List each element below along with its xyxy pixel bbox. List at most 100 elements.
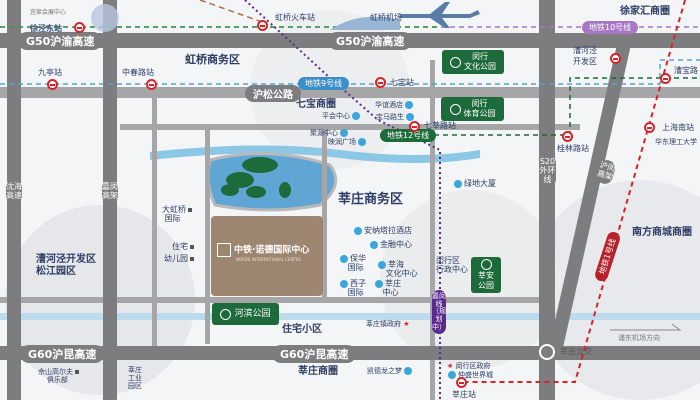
metro-station-icon bbox=[146, 79, 157, 90]
park-minhang-culture: 闵行文化公园 bbox=[442, 50, 504, 74]
lake bbox=[206, 152, 338, 212]
poi-plaza: 映润广场 bbox=[328, 138, 368, 146]
station-xujingdong: 徐泾东站 bbox=[30, 24, 62, 33]
poi-culture-center: 莘海 文化中心 bbox=[378, 260, 418, 278]
station-qibao: 七宝站 bbox=[390, 78, 414, 87]
district-xinzhuang-cbd: 莘庄商务区 bbox=[338, 192, 404, 207]
poi-kaide: 凯德龙之梦 bbox=[367, 367, 414, 375]
poi-hotel: 华谊酒店 bbox=[375, 101, 415, 109]
poi-hongqiao-intl: 大虹桥 国际 bbox=[162, 205, 192, 223]
district-qibao: 七宝商圈 bbox=[296, 99, 336, 110]
metro-station-icon bbox=[562, 131, 573, 142]
project-name: 中铁·诺德国际中心 bbox=[217, 243, 309, 257]
poi-icon bbox=[358, 138, 367, 146]
project-name-en: NORDE INTERNATIONAL CENTER bbox=[236, 257, 302, 262]
poi-kindergarten: 幼儿园 bbox=[164, 254, 194, 263]
park-minhang-sports: 闵行体育公园 bbox=[441, 97, 504, 121]
district-caohejing-songjiang: 漕河泾开发区 bbox=[36, 254, 96, 265]
metro-station-icon bbox=[47, 79, 58, 90]
poi-industrial-park: 莘庄工业园区 bbox=[128, 366, 142, 391]
station-jiuting: 九亭站 bbox=[38, 68, 62, 77]
station-caobao: 漕宝路 bbox=[674, 66, 698, 75]
metro-line-9-badge: 地铁9号线 bbox=[298, 77, 350, 90]
poi-icon bbox=[354, 226, 362, 235]
park-icon bbox=[450, 56, 461, 68]
poi-expo: 宜家会展中心 bbox=[30, 9, 67, 16]
metro-station-icon bbox=[610, 53, 621, 64]
district-residential: 住宅小区 bbox=[282, 324, 322, 335]
poi-icon bbox=[448, 371, 456, 379]
station-zhongchun: 中春路站 bbox=[122, 68, 154, 77]
poi-golf: 佘山高尔夫 俱乐部 bbox=[38, 368, 79, 384]
poi-center: 聚源中心 bbox=[310, 129, 350, 137]
poi-lvdi: 绿地大厦 bbox=[454, 179, 496, 188]
station-caohejing: 漕河泾 bbox=[573, 46, 597, 55]
metro-line-10-badge: 地铁10号线 bbox=[582, 21, 639, 34]
park-icon bbox=[480, 259, 492, 271]
poi-town-gov: 莘庄镇政府 ★ bbox=[366, 320, 410, 328]
station-guilin: 桂林路站 bbox=[557, 144, 589, 153]
poi-icon bbox=[375, 279, 383, 288]
poi-icon bbox=[378, 260, 386, 269]
poi-baohua: 保华 国际 bbox=[340, 254, 366, 272]
poi-icon bbox=[405, 101, 414, 109]
poi-finance: 金融中心 bbox=[370, 240, 412, 249]
g60-label: G60沪昆高速 bbox=[20, 345, 105, 363]
poi-district-gov: ★ 闵行区政府 bbox=[447, 362, 491, 370]
poi-pinghui: 平会中心 bbox=[322, 112, 362, 120]
district-hongqiao: 虹桥商务区 bbox=[185, 53, 240, 66]
district-caohejing-songjiang-2: 松江园区 bbox=[36, 266, 76, 277]
metro-station-icon bbox=[74, 22, 85, 33]
station-hongqiao-rail: 虹桥火车站 bbox=[275, 13, 315, 22]
poi-icon bbox=[340, 279, 348, 288]
xinzhuang-interchange-label: 莘庄立交 bbox=[560, 347, 592, 356]
park-hebin: 河滨公园 bbox=[212, 303, 279, 325]
g50-label: G50沪渝高速 bbox=[328, 32, 413, 50]
station-caohejing-2: 开发区 bbox=[573, 57, 597, 66]
pudong-airport-direction: 浦东机场方向 bbox=[618, 334, 660, 342]
metro-station-icon bbox=[375, 77, 386, 88]
park-icon bbox=[449, 103, 461, 115]
poi-ecust: 华东理工大学 bbox=[655, 138, 697, 146]
poi-icon bbox=[340, 254, 348, 263]
poi-xizi: 西子 国际 bbox=[340, 279, 366, 297]
station-xinzhuang: 莘庄站 bbox=[452, 390, 476, 399]
g60-label: G60沪昆高速 bbox=[272, 345, 357, 363]
poi-admin-center: 闵行区行政中心 bbox=[436, 256, 468, 275]
station-shanghai-south: 上海南站 bbox=[662, 123, 694, 132]
poi-zhongsheng: 仲盛世界城 bbox=[448, 371, 493, 379]
poi-bmw: 宝马路生 bbox=[376, 113, 416, 121]
metro-station-icon bbox=[456, 377, 467, 388]
metro-station-icon bbox=[409, 121, 420, 132]
park-xinan: 莘安公园 bbox=[471, 257, 501, 293]
jiamin-elevated-label: 嘉闵高架 bbox=[102, 180, 118, 204]
poi-icon bbox=[454, 179, 462, 188]
metro-station-icon bbox=[660, 73, 671, 84]
metro-line-12-badge: 地铁12号线 bbox=[380, 129, 437, 142]
district-xujiahui: 徐家汇商圈 bbox=[620, 6, 670, 17]
station-hongqiao-airport: 虹桥机场 bbox=[370, 13, 402, 22]
metro-station-icon bbox=[644, 122, 655, 133]
jiamin-line-badge: 嘉闵线（规划中） bbox=[432, 290, 446, 335]
project-logo-icon bbox=[217, 243, 231, 257]
poi-icon bbox=[370, 240, 378, 249]
poi-icon bbox=[340, 129, 349, 137]
husong-road-label: 沪松公路 bbox=[245, 85, 301, 102]
poi-house: 住宅 bbox=[172, 242, 194, 251]
district-nanfang: 南方商城商圈 bbox=[632, 227, 692, 238]
park-icon bbox=[220, 308, 232, 320]
poi-icon bbox=[404, 367, 413, 375]
poi-icon bbox=[406, 113, 415, 121]
river-north bbox=[150, 145, 480, 163]
g50-label: G50沪渝高速 bbox=[18, 32, 103, 50]
poi-icon bbox=[352, 112, 361, 120]
district-xinzhuang-shopping: 莘庄商圈 bbox=[298, 366, 338, 377]
shenhai-expressway-label: 沈海高速 bbox=[6, 180, 22, 204]
metro-station-icon bbox=[257, 20, 268, 31]
s20-label: S20外环线 bbox=[539, 155, 556, 188]
station-qixin: 七莘路站 bbox=[424, 121, 456, 130]
poi-anantara: 安纳塔拉酒店 bbox=[354, 226, 412, 235]
poi-xz-center: 莘庄 中心 bbox=[375, 279, 401, 297]
project-block bbox=[211, 216, 323, 296]
